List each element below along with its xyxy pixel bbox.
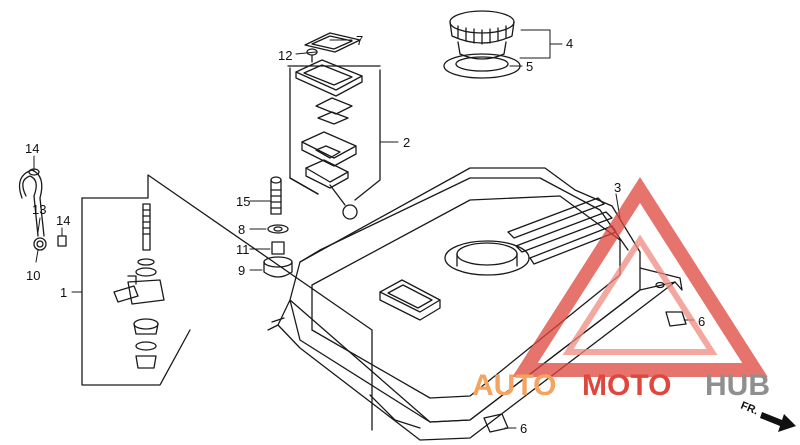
callout-14-top: 14 <box>25 141 39 156</box>
fuel-gauge-assembly <box>287 32 381 220</box>
mounting-hardware <box>263 176 293 278</box>
warning-triangle-icon <box>512 176 768 377</box>
callout-3: 3 <box>614 180 621 195</box>
filler-cap <box>449 10 515 60</box>
callout-labels: 4 5 7 12 2 3 6 6 15 8 11 9 14 13 14 10 1 <box>25 33 705 436</box>
callout-11: 11 <box>236 242 250 257</box>
watermark-text-hub: HUB <box>705 369 770 402</box>
callout-14-right: 14 <box>56 213 70 228</box>
watermark-logo <box>512 176 768 377</box>
callout-6-right: 6 <box>698 314 705 329</box>
arrow-right-icon <box>760 412 796 432</box>
callout-2: 2 <box>403 135 410 150</box>
front-direction-indicator: FR. <box>739 400 796 432</box>
callout-5: 5 <box>526 59 533 74</box>
callout-4: 4 <box>566 36 573 51</box>
callout-6-bottom: 6 <box>520 421 527 436</box>
callout-13: 13 <box>32 202 46 217</box>
watermark-text-moto: MOTO <box>582 369 671 402</box>
fuel-hose <box>18 168 67 251</box>
callout-10: 10 <box>26 268 40 283</box>
callout-8: 8 <box>238 222 245 237</box>
callout-1: 1 <box>60 285 67 300</box>
callout-7: 7 <box>356 33 363 48</box>
callout-9: 9 <box>238 263 245 278</box>
filler-cap-gasket <box>443 53 521 79</box>
watermark-text-auto: AUTO <box>472 369 556 402</box>
callout-12: 12 <box>278 48 292 63</box>
direction-label: FR. <box>739 400 760 418</box>
fuel-valve-assembly <box>81 174 373 431</box>
callout-15: 15 <box>236 194 250 209</box>
